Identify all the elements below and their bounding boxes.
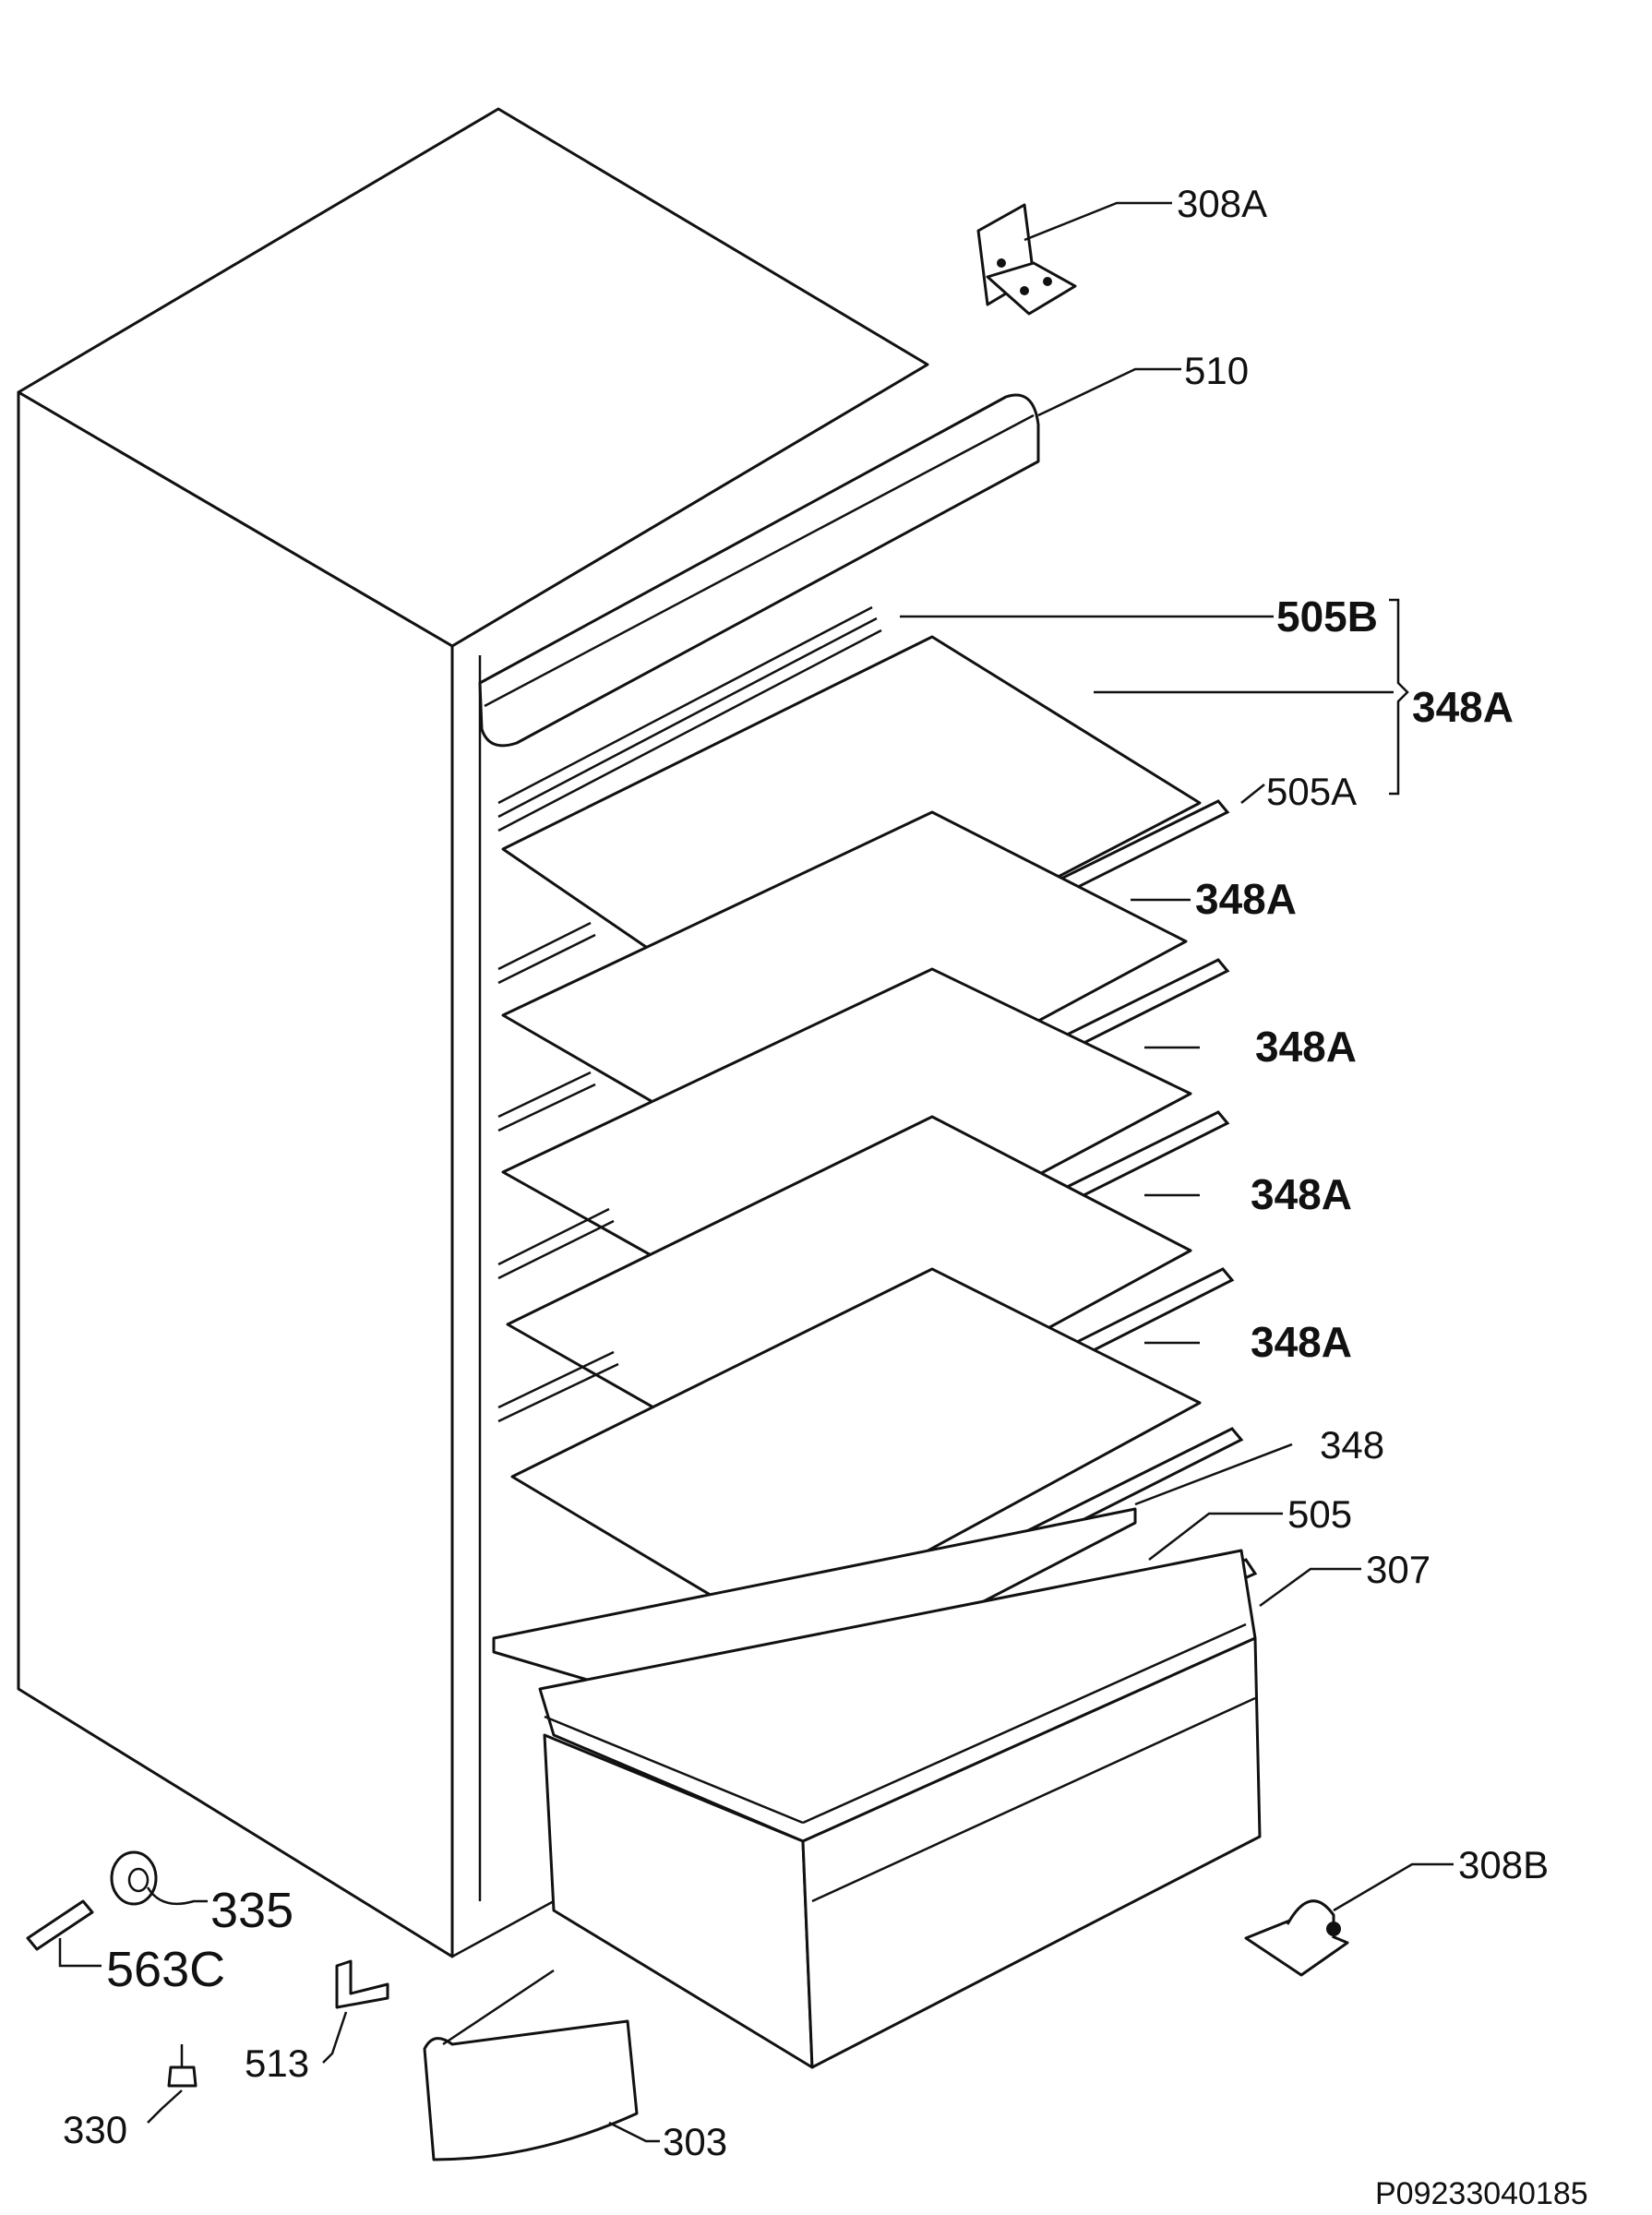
leader-303 — [608, 2121, 660, 2143]
bracket-348a-group — [1389, 598, 1409, 796]
hinge-top-hole — [1020, 286, 1029, 295]
label-505a: 505A — [1266, 770, 1357, 813]
leader-308b — [1333, 1862, 1454, 1912]
label-307: 307 — [1366, 1548, 1431, 1591]
crisper-drawer — [538, 1549, 1262, 2069]
leader-348 — [1134, 1443, 1293, 1506]
label-308a: 308A — [1177, 182, 1267, 225]
hinge-bottom-hole — [1326, 1922, 1341, 1936]
leader-lines — [58, 201, 1454, 2143]
leader-563c — [58, 1938, 102, 1968]
shelf-rail-back — [497, 1362, 619, 1423]
kickplate-body — [423, 2019, 639, 2161]
pin-563c — [26, 1899, 94, 1951]
hinge-top-hole — [997, 258, 1006, 268]
bracket-body — [335, 1959, 389, 2009]
shelf-rail-back — [497, 629, 882, 832]
leader-505a — [1240, 784, 1265, 804]
label-513: 513 — [245, 2041, 309, 2085]
kickplate-303 — [423, 1969, 639, 2161]
hinge-top-hole — [1043, 277, 1052, 286]
top-panel-edge — [484, 413, 1035, 708]
leader-330 — [147, 2089, 183, 2124]
cabinet-body — [17, 107, 929, 1958]
foot-inner — [127, 1867, 150, 1893]
shelf-rail-back — [497, 1207, 610, 1266]
top-panel — [478, 393, 1040, 748]
cabinet-bottom-edge — [451, 1899, 555, 1958]
shelf-rail-back — [497, 617, 878, 819]
leader-505 — [1148, 1512, 1283, 1561]
hinge-top-base — [986, 261, 1077, 316]
label-505b: 505B — [1276, 593, 1378, 641]
label-348a-2: 348A — [1255, 1023, 1357, 1071]
label-510: 510 — [1184, 349, 1249, 392]
shelf-rail-back — [497, 1083, 596, 1132]
cabinet-front-top-edge — [451, 363, 928, 648]
crisper-drawer-handle — [811, 1696, 1256, 1903]
kickplate-edge — [442, 1969, 555, 2046]
part-labels: 308A 510 505B 348A 505A 348A 348A 348A 3… — [63, 182, 1588, 2211]
shelf-rail-back — [497, 921, 592, 971]
label-348a-4: 348A — [1251, 1318, 1352, 1366]
label-303: 303 — [663, 2120, 727, 2163]
label-348: 348 — [1320, 1423, 1384, 1467]
leader-513 — [322, 2011, 348, 2064]
crisper-drawer-rim — [802, 1622, 1247, 1825]
label-505: 505 — [1287, 1492, 1352, 1536]
leader-510 — [1037, 367, 1181, 417]
foot-body — [110, 1850, 158, 1906]
shelf-rail-back — [497, 1071, 592, 1119]
foot-335 — [110, 1850, 158, 1906]
crisper-drawer-rim — [544, 1715, 804, 1825]
leader-335 — [146, 1886, 208, 1906]
crisper-drawer-front — [801, 1636, 1262, 2069]
pin-body — [26, 1899, 94, 1951]
shelf-rail-back — [497, 605, 873, 805]
hinge-bottom-pin — [1286, 1899, 1335, 1938]
label-348a-group: 348A — [1412, 683, 1514, 731]
shelf-rail-back — [497, 1350, 615, 1409]
leader-308a — [1024, 201, 1172, 242]
label-348a-3: 348A — [1251, 1170, 1352, 1218]
screw-head — [167, 2065, 198, 2088]
drawing-reference-number: P09233040185 — [1375, 2176, 1588, 2211]
hinge-bottom — [1244, 1899, 1349, 1977]
leader-307 — [1259, 1567, 1361, 1608]
shelf-rail-back — [497, 1219, 615, 1280]
cabinet-side — [17, 390, 454, 1958]
shelf-rail-back — [497, 933, 596, 985]
label-308b: 308B — [1458, 1843, 1549, 1886]
hinge-top — [976, 203, 1077, 316]
screw-330 — [167, 2044, 198, 2088]
label-330: 330 — [63, 2108, 127, 2151]
shelf-glass — [510, 1267, 1202, 1635]
label-335: 335 — [210, 1883, 293, 1938]
label-563c: 563C — [106, 1942, 225, 1997]
label-348a-1: 348A — [1195, 875, 1297, 923]
bracket-513 — [335, 1959, 389, 2009]
top-panel-shape — [478, 393, 1040, 748]
